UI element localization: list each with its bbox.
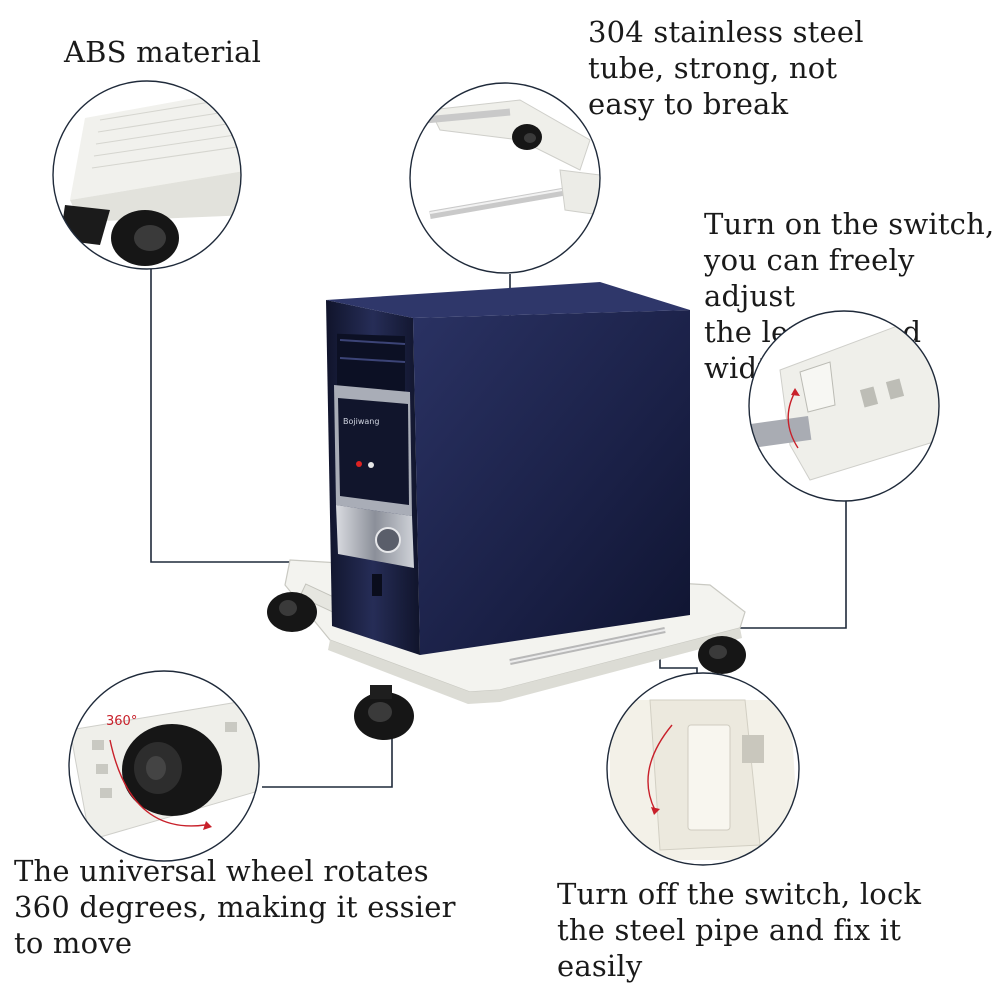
- wheel-back-right: [698, 636, 746, 674]
- detail-circle-switch-off: [606, 672, 800, 866]
- pc-tower: Bojiwang: [326, 282, 690, 655]
- callout-line-wheel: [262, 730, 393, 788]
- wheel-back-left: [267, 592, 317, 632]
- detail-circle-switch-on: [748, 310, 940, 502]
- detail-circle-steel-tube: [409, 82, 601, 274]
- caption-universal-wheel: The universal wheel rotates 360 degrees,…: [14, 854, 456, 960]
- pc-brand-label: Bojiwang: [343, 417, 379, 426]
- stand-wheels: [267, 592, 746, 740]
- badge-360: 360°: [106, 714, 137, 729]
- detail-circle-universal-wheel: 360°: [68, 670, 260, 862]
- caption-steel-tube: 304 stainless steel tube, strong, not ea…: [588, 15, 864, 121]
- wheel-front-left: [354, 685, 414, 740]
- caption-abs-material: ABS material: [64, 35, 262, 69]
- caption-switch-off: Turn off the switch, lock the steel pipe…: [557, 877, 922, 983]
- detail-circle-abs: [52, 80, 242, 270]
- callout-line-abs: [150, 269, 300, 563]
